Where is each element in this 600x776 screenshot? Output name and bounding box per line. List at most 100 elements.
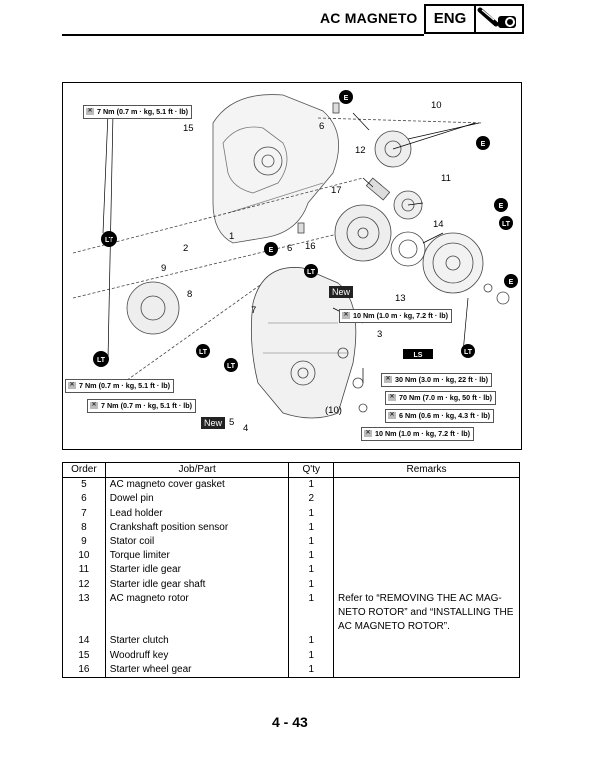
diagram-drawing: E E E LT E LT E LT LT LT LT LT LS [72, 90, 518, 419]
cell-qty: 1 [288, 520, 334, 536]
cell-remarks [333, 535, 520, 550]
label-8: 8 [187, 289, 193, 300]
svg-text:E: E [344, 95, 349, 102]
cell-order: 9 [62, 535, 106, 550]
wrench-icon: ✕ [86, 108, 94, 115]
cell-qty: 1 [288, 563, 334, 578]
wrench-icon: ✕ [364, 430, 372, 437]
cell-part: Starter wheel gear [104, 662, 290, 679]
cell-order: 5 [62, 477, 106, 493]
torque-callout: ✕10 Nm (1.0 m · kg, 7.2 ft · lb) [339, 309, 453, 323]
cell-qty [288, 606, 334, 621]
engine-wrench-icon [474, 4, 524, 34]
cell-order: 15 [62, 648, 106, 663]
label-1: 1 [229, 231, 235, 242]
cell-remarks: AC MAGNETO ROTOR”. [333, 620, 520, 635]
wrench-icon: ✕ [90, 402, 98, 409]
cell-part: Starter idle gear [104, 563, 290, 578]
label-10-paren: (10) [325, 405, 342, 416]
svg-text:E: E [269, 247, 274, 254]
cell-remarks [333, 492, 520, 507]
svg-text:LT: LT [227, 363, 236, 370]
cell-qty: 1 [288, 634, 334, 649]
cell-part: Stator coil [104, 535, 290, 550]
cell-qty: 2 [288, 492, 334, 507]
page-title: AC MAGNETO [320, 10, 418, 26]
svg-text:E: E [499, 203, 504, 210]
cell-part: Woodruff key [104, 648, 290, 663]
svg-text:LT: LT [199, 349, 208, 356]
svg-text:E: E [481, 141, 486, 148]
label-6b: 6 [287, 243, 293, 254]
cell-remarks [333, 662, 520, 679]
cell-order: 14 [62, 634, 106, 649]
cell-order: 7 [62, 506, 106, 521]
cell-part: Torque limiter [104, 549, 290, 564]
svg-text:LT: LT [502, 221, 511, 228]
cell-part: Starter clutch [104, 634, 290, 649]
label-5: 5 [229, 417, 235, 428]
cell-remarks [333, 477, 520, 493]
label-12: 12 [355, 145, 366, 156]
section-badge: ENG [424, 4, 476, 34]
label-15: 15 [183, 123, 194, 134]
label-4: 4 [243, 423, 249, 434]
header-remarks: Remarks [333, 461, 520, 479]
wrench-icon: ✕ [388, 394, 396, 401]
cell-qty [288, 620, 334, 635]
label-17: 17 [331, 185, 342, 196]
cell-remarks [333, 520, 520, 536]
label-2: 2 [183, 243, 189, 254]
table-header-row: Order Job/Part Q'ty Remarks [62, 461, 520, 479]
cell-order: 16 [62, 662, 106, 679]
torque-callout: ✕7 Nm (0.7 m · kg, 5.1 ft · lb) [65, 379, 175, 393]
label-9: 9 [161, 263, 167, 274]
cell-order: 8 [62, 520, 106, 536]
label-7: 7 [251, 305, 257, 316]
table-row: AC MAGNETO ROTOR”. [62, 620, 520, 635]
label-13: 13 [395, 293, 406, 304]
cell-qty: 1 [288, 662, 334, 679]
label-14: 14 [433, 219, 444, 230]
table-row: NETO ROTOR” and “INSTALLING THE [62, 606, 520, 621]
cell-part: Dowel pin [104, 492, 290, 507]
label-16: 16 [305, 241, 316, 252]
new-badge: New [329, 286, 354, 298]
wrench-icon: ✕ [342, 312, 350, 319]
cell-part: Starter idle gear shaft [104, 577, 290, 592]
cell-part [104, 620, 290, 635]
cell-remarks: NETO ROTOR” and “INSTALLING THE [333, 606, 520, 621]
torque-callout: ✕30 Nm (3.0 m · kg, 22 ft · lb) [381, 373, 493, 387]
new-badge: New [201, 417, 226, 429]
cell-order [62, 606, 106, 621]
svg-text:LT: LT [105, 237, 114, 244]
page-number: 4 - 43 [272, 714, 308, 730]
cell-qty: 1 [288, 648, 334, 663]
cell-order [62, 620, 106, 635]
cell-order: 11 [62, 563, 106, 578]
cell-order: 13 [62, 591, 106, 607]
svg-text:LS: LS [414, 352, 423, 359]
cell-remarks [333, 577, 520, 592]
cell-order: 6 [62, 492, 106, 507]
torque-callout: ✕7 Nm (0.7 m · kg, 5.1 ft · lb) [87, 399, 197, 413]
cell-qty: 1 [288, 535, 334, 550]
cell-remarks [333, 648, 520, 663]
cell-qty: 1 [288, 506, 334, 521]
cell-qty: 1 [288, 477, 334, 493]
cell-remarks [333, 563, 520, 578]
exploded-diagram: E E E LT E LT E LT LT LT LT LT LS 10 15 … [62, 82, 522, 450]
header-part: Job/Part [104, 461, 290, 479]
svg-text:LT: LT [97, 357, 106, 364]
